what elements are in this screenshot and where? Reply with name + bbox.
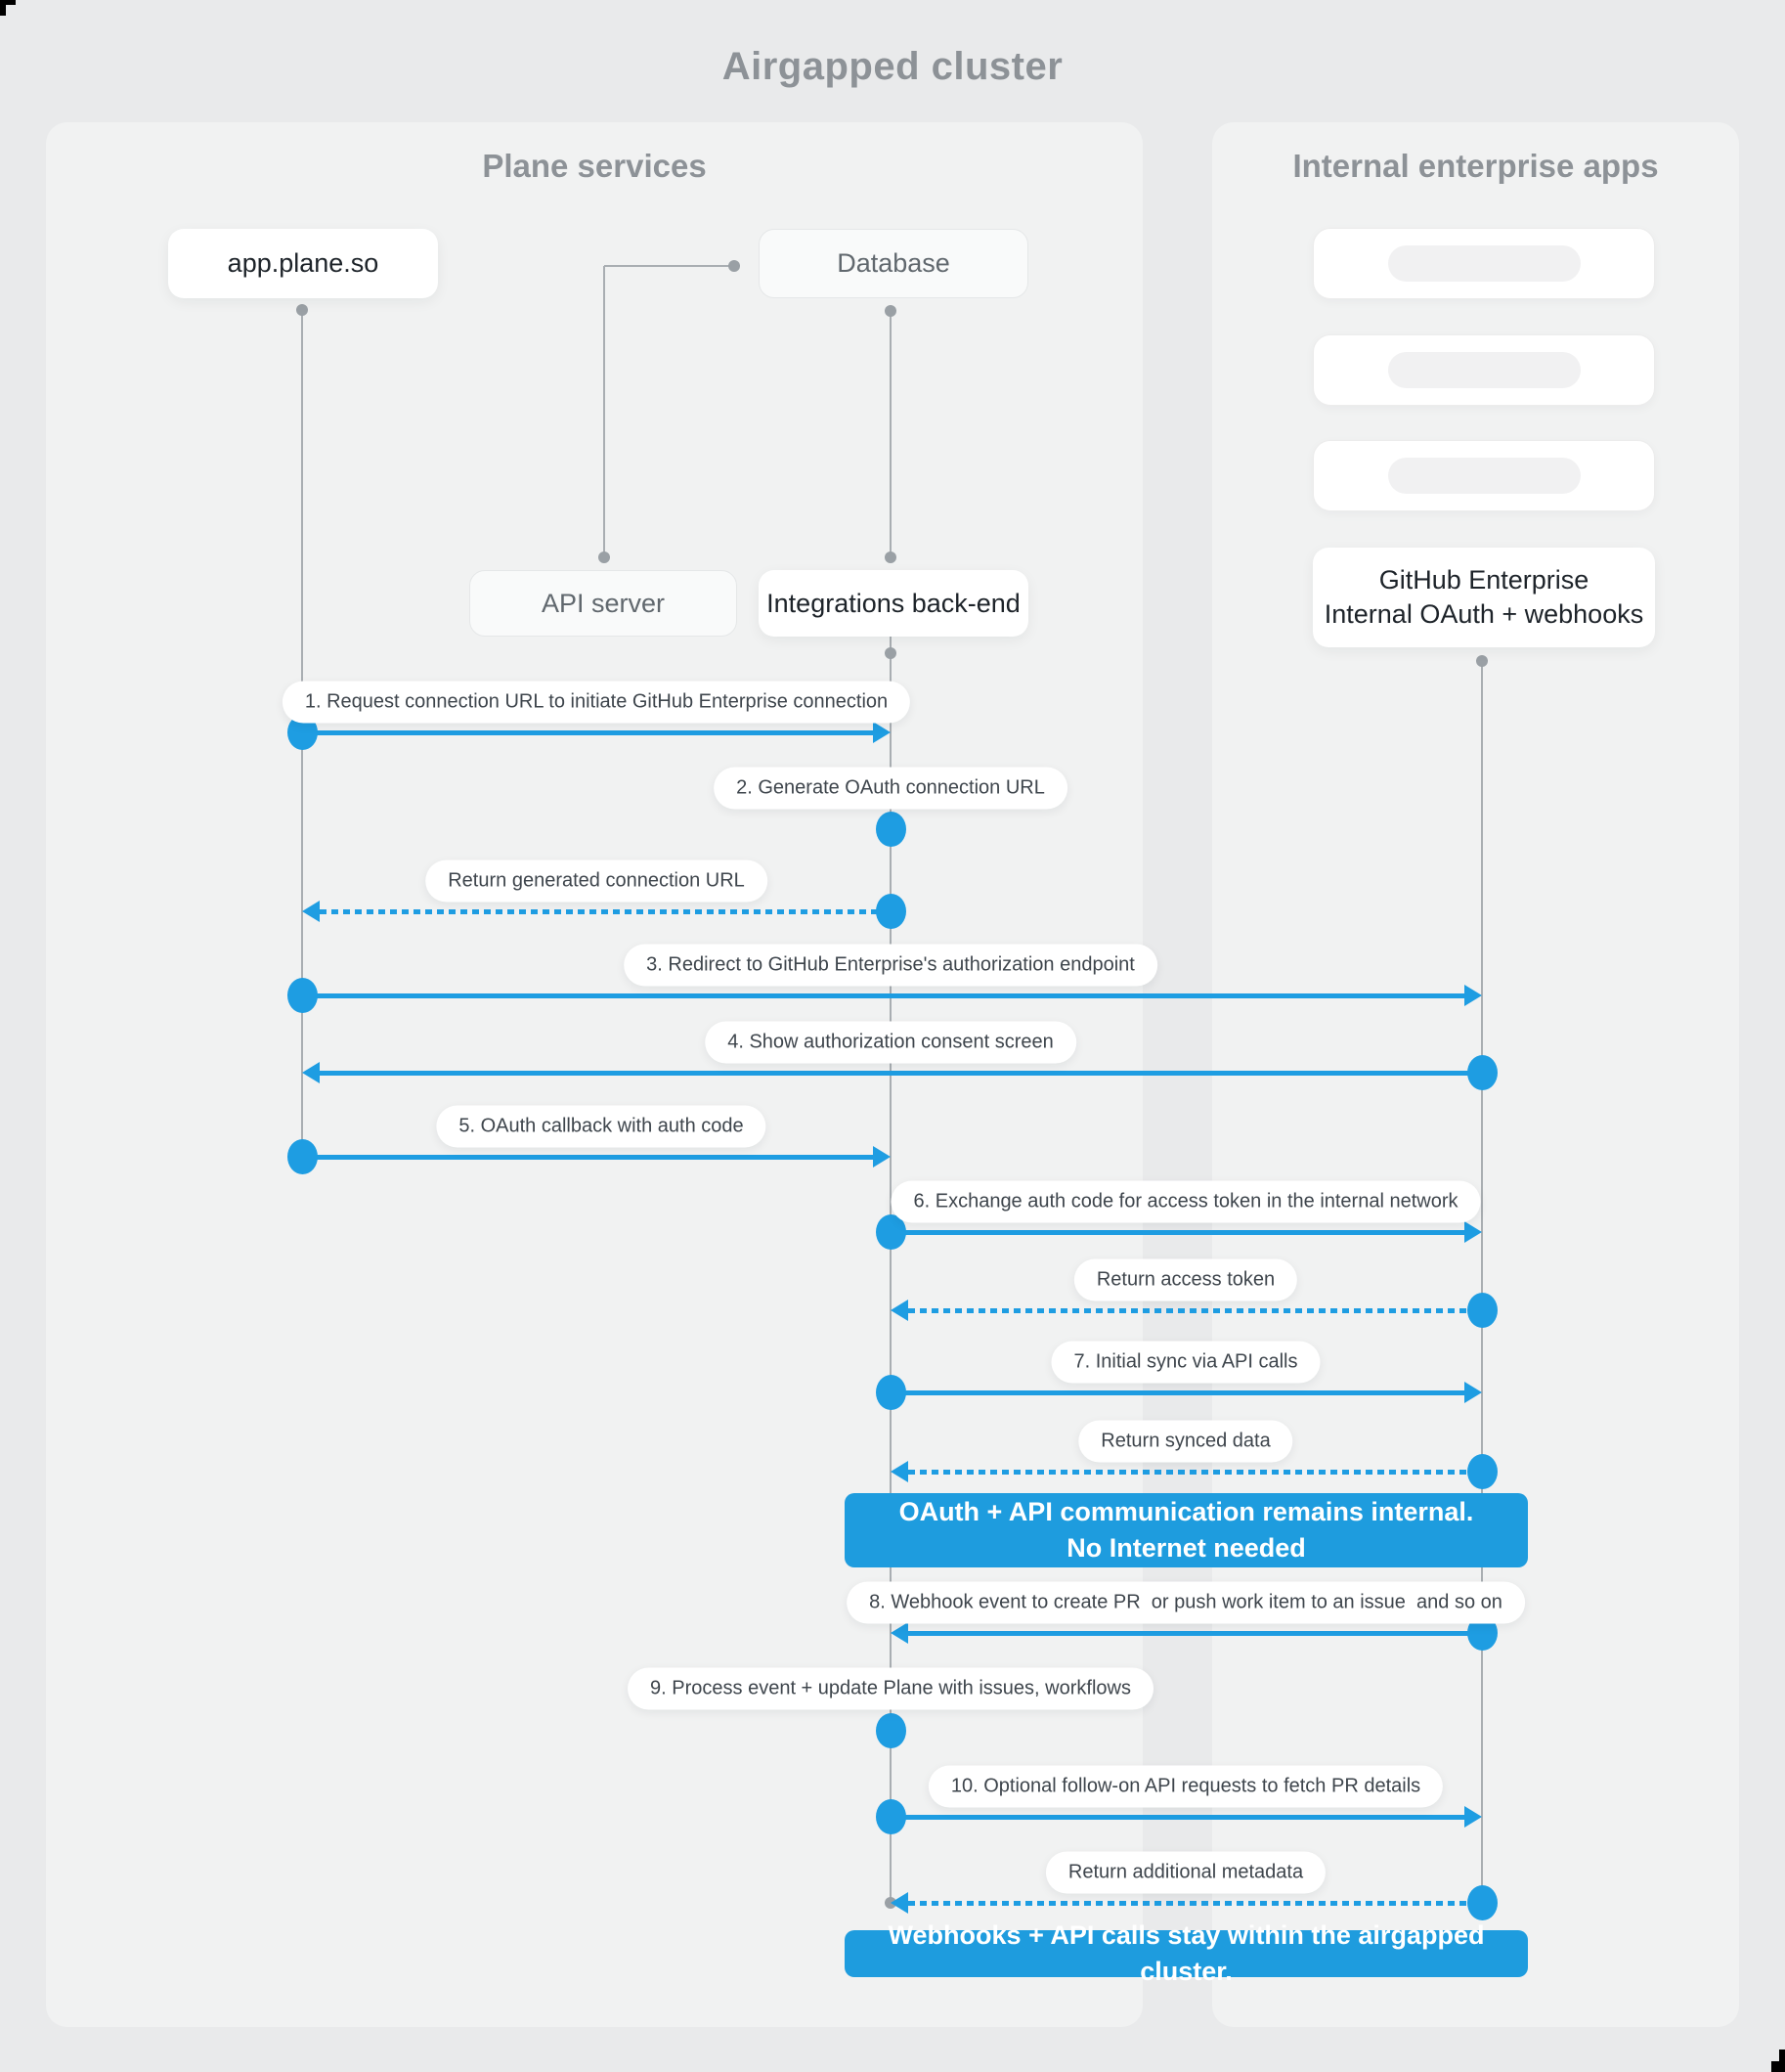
corner-mark-top-left (0, 0, 16, 5)
message-arrowhead (302, 901, 320, 922)
message-label: 6. Exchange auth code for access token i… (891, 1180, 1481, 1223)
message-line (320, 1070, 1482, 1076)
message-origin-dot (875, 1214, 906, 1250)
corner-mark-bottom-right (1771, 2061, 1785, 2072)
message-label: 4. Show authorization consent screen (705, 1021, 1076, 1064)
lifeline (890, 637, 892, 1903)
note-banner-line: OAuth + API communication remains intern… (898, 1497, 1474, 1526)
placeholder-text-pill (1387, 458, 1581, 494)
corner-mark-top-left (0, 0, 6, 16)
connector-dot (885, 305, 896, 317)
message-line (302, 1154, 873, 1160)
actor-github-enterprise: GitHub Enterprise Internal OAuth + webho… (1313, 548, 1655, 647)
actor-integrations-backend: Integrations back-end (759, 570, 1028, 637)
message-origin-dot (1466, 1885, 1498, 1920)
message-line (891, 1814, 1464, 1820)
message-origin-dot (1466, 1454, 1498, 1489)
message-label: 5. OAuth callback with auth code (436, 1105, 766, 1148)
message-line (908, 1307, 1482, 1313)
message-label: 1. Request connection URL to initiate Gi… (282, 681, 911, 724)
message-label: 3. Redirect to GitHub Enterprise's autho… (624, 944, 1157, 987)
actor-api-server: API server (469, 570, 737, 637)
message-label: 7. Initial sync via API calls (1051, 1341, 1321, 1384)
message-arrowhead (873, 722, 891, 743)
plane-services-panel-title: Plane services (482, 148, 707, 184)
lifeline (603, 266, 605, 557)
message-line (320, 908, 891, 914)
connector-dot (1476, 655, 1488, 667)
message-label: 10. Optional follow-on API requests to f… (928, 1765, 1444, 1808)
message-line (908, 1900, 1482, 1906)
message-arrowhead (891, 1622, 908, 1644)
page-title: Airgapped cluster (721, 45, 1064, 88)
message-label: 8. Webhook event to create PR or push wo… (847, 1581, 1525, 1624)
message-origin-dot (286, 978, 318, 1013)
actor-database-label: Database (837, 248, 950, 278)
message-line (891, 1389, 1464, 1395)
message-arrowhead (891, 1461, 908, 1482)
actor-integrations-backend-label: Integrations back-end (766, 588, 1021, 618)
connector-dot (598, 551, 610, 563)
note-banner-line: Webhooks + API calls stay within the air… (888, 1920, 1485, 1986)
corner-mark-bottom-right (1779, 2050, 1785, 2072)
message-arrowhead (1464, 1382, 1482, 1403)
message-line (302, 729, 873, 735)
message-origin-dot (875, 1713, 906, 1748)
actor-api-server-label: API server (541, 588, 666, 618)
placeholder-text-pill (1387, 352, 1581, 388)
message-line (302, 992, 1464, 998)
message-label: 9. Process event + update Plane with iss… (628, 1667, 1154, 1710)
actor-app-plane-so-label: app.plane.so (227, 248, 379, 278)
message-arrowhead (1464, 1221, 1482, 1243)
note-banner-line: No Internet needed (1067, 1533, 1306, 1563)
message-arrowhead (1464, 1806, 1482, 1828)
message-origin-dot (875, 1375, 906, 1410)
message-label: Return access token (1073, 1258, 1298, 1301)
note-banner-airgapped-cluster: Webhooks + API calls stay within the air… (845, 1920, 1528, 1986)
note-banner-internal-communication: OAuth + API communication remains intern… (845, 1493, 1528, 1567)
message-origin-dot (1466, 1293, 1498, 1328)
message-origin-dot (1466, 1055, 1498, 1090)
connector-dot (728, 260, 740, 272)
actor-github-enterprise-line2: Internal OAuth + webhooks (1324, 599, 1644, 629)
actor-database: Database (759, 229, 1028, 298)
message-origin-dot (875, 812, 906, 847)
message-label: Return synced data (1078, 1420, 1293, 1463)
internal-enterprise-apps-panel-title: Internal enterprise apps (1292, 148, 1659, 184)
message-arrowhead (873, 1146, 891, 1168)
message-arrowhead (891, 1300, 908, 1321)
lifeline (1481, 661, 1483, 1903)
enterprise-app-placeholder (1313, 334, 1655, 406)
enterprise-app-placeholder (1313, 440, 1655, 511)
message-arrowhead (891, 1892, 908, 1914)
lifeline (890, 311, 892, 557)
message-label: Return additional metadata (1045, 1851, 1327, 1894)
message-origin-dot (875, 1799, 906, 1834)
message-arrowhead (302, 1062, 320, 1083)
lifeline (604, 265, 734, 267)
message-label: Return generated connection URL (425, 860, 767, 903)
connector-dot (885, 551, 896, 563)
connector-dot (296, 304, 308, 316)
message-arrowhead (1464, 985, 1482, 1006)
actor-app-plane-so: app.plane.so (168, 229, 438, 298)
placeholder-text-pill (1387, 245, 1581, 282)
message-label: 2. Generate OAuth connection URL (714, 767, 1067, 810)
connector-dot (885, 647, 896, 659)
enterprise-app-placeholder (1313, 228, 1655, 299)
actor-github-enterprise-line1: GitHub Enterprise (1378, 565, 1589, 595)
message-line (908, 1469, 1482, 1475)
message-line (908, 1630, 1482, 1636)
message-line (891, 1229, 1464, 1235)
message-origin-dot (875, 894, 906, 929)
message-origin-dot (286, 1139, 318, 1174)
